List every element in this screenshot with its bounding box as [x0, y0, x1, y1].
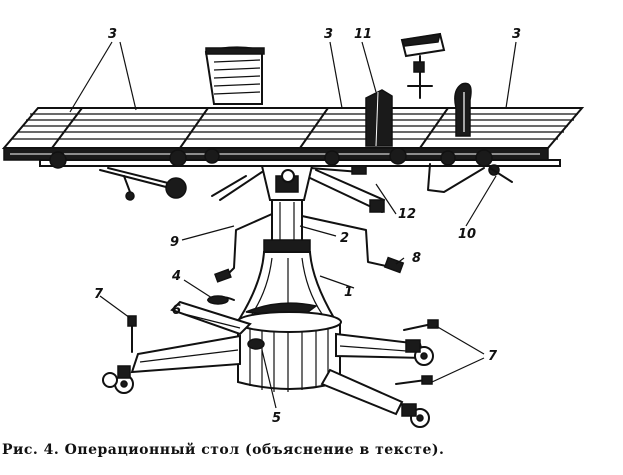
anesthesia-stand [400, 32, 446, 99]
left-crank-arm [99, 167, 187, 201]
callout-3-center: 3 [324, 27, 333, 42]
shoulder-support [454, 82, 472, 137]
callout-3-left: 3 [108, 27, 117, 42]
callout-2: 2 [340, 231, 349, 246]
back-rest-panel [204, 46, 265, 105]
table-top [1, 107, 585, 167]
crank-right [301, 215, 405, 274]
callout-10: 10 [458, 227, 476, 242]
right-crank-arm [427, 163, 513, 193]
figure-caption: Рис. 4. Операционный стол (объяснение в … [2, 442, 445, 458]
callout-1: 1 [344, 285, 353, 300]
lift-column [263, 199, 311, 253]
callout-7-left: 7 [94, 287, 104, 302]
callout-12: 12 [398, 207, 416, 222]
callout-8: 8 [412, 251, 421, 266]
callout-3-right: 3 [512, 27, 521, 42]
hinge-knobs [49, 147, 493, 169]
callout-9: 9 [170, 235, 179, 250]
callout-labels: 3 3 11 3 12 10 9 2 8 4 1 6 7 7 5 [94, 27, 521, 426]
callout-7-right: 7 [488, 349, 498, 364]
callout-11: 11 [354, 27, 372, 42]
head-support [365, 89, 393, 147]
callout-6: 6 [172, 303, 181, 318]
callout-5: 5 [272, 411, 281, 426]
linkage-arms [211, 165, 385, 213]
callout-4: 4 [171, 269, 181, 284]
leader-lines [69, 41, 517, 409]
operating-table-diagram: 3 3 11 3 12 10 9 2 8 4 1 6 7 7 5 [1, 27, 585, 428]
crank-left [214, 213, 273, 283]
castors [102, 339, 434, 428]
leveling-screws [127, 315, 439, 385]
column-head [260, 165, 314, 201]
